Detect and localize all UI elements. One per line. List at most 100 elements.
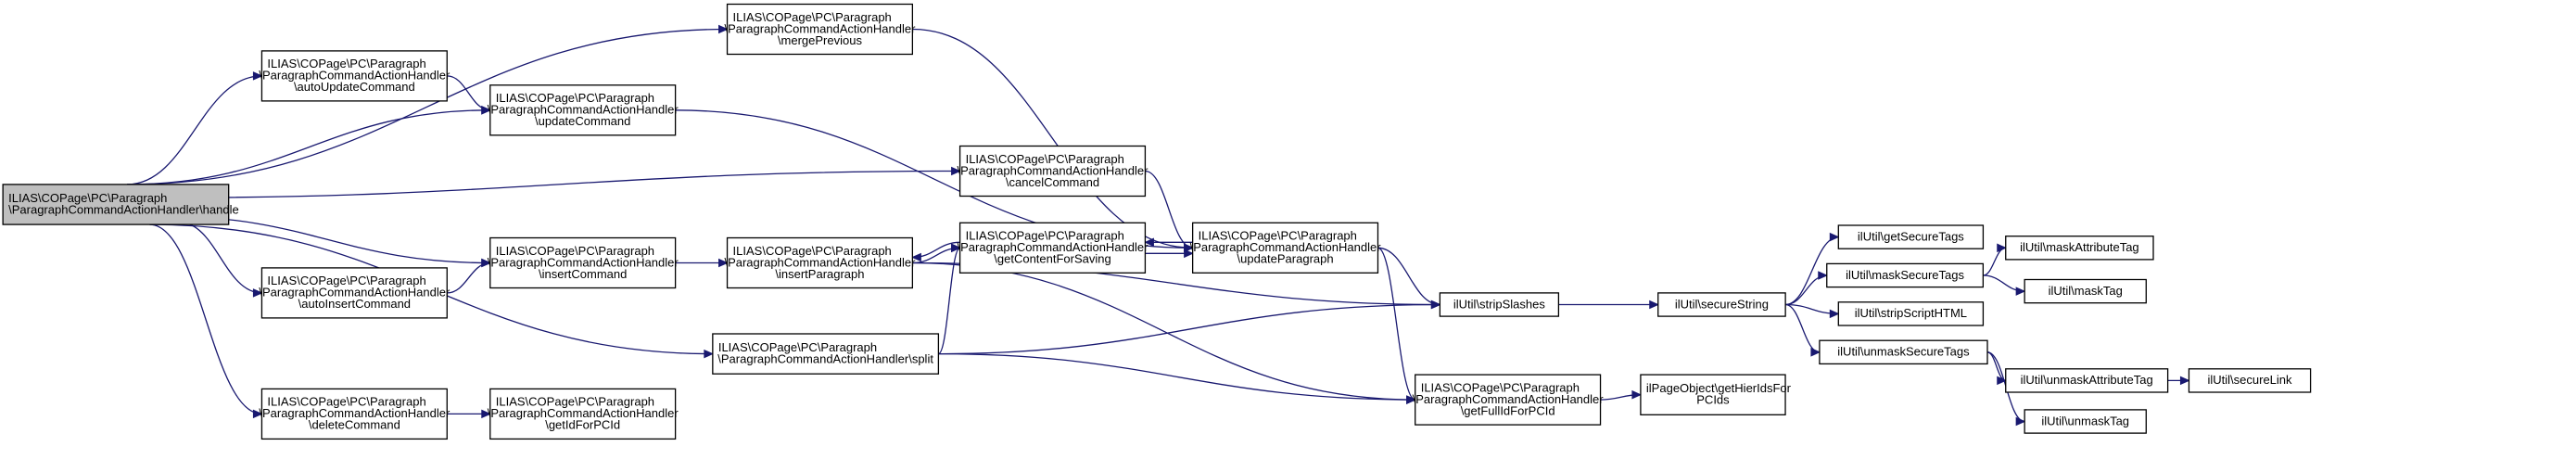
edge-line — [149, 223, 262, 415]
node-merge-previous[interactable]: ILIAS\COPage\PC\Paragraph\ParagraphComma… — [724, 3, 916, 56]
node-label-line: \getIdForPCId — [545, 418, 620, 432]
edge-maskSecureTags-to-maskAttributeTag — [1983, 243, 2007, 276]
node-box — [2024, 409, 2147, 434]
edge-unmaskSecureTags-to-unmaskAttributeTag — [1986, 351, 2007, 386]
edge-arrowhead — [252, 409, 263, 419]
edge-arrowhead — [718, 258, 729, 268]
node-unmask-attribute-tag[interactable]: ilUtil\unmaskAttributeTag — [2005, 368, 2169, 393]
edge-arrowhead — [1829, 232, 1840, 242]
node-cancel-command[interactable]: ILIAS\COPage\PC\Paragraph\ParagraphComma… — [958, 145, 1149, 198]
node-box — [2005, 236, 2154, 261]
edge-cancelCommand-to-updateParagraph — [1145, 170, 1194, 253]
node-box — [1415, 374, 1602, 426]
edge-arrowhead — [252, 71, 263, 81]
node-box — [2005, 368, 2169, 393]
node-label-line: \ParagraphCommandActionHandler — [488, 406, 679, 420]
node-insert-paragraph[interactable]: ILIAS\COPage\PC\Paragraph\ParagraphComma… — [724, 236, 916, 289]
node-get-content-for-saving[interactable]: ILIAS\COPage\PC\Paragraph\ParagraphComma… — [958, 222, 1149, 274]
edge-maskSecureTags-to-maskTag — [1983, 274, 2026, 296]
edge-unmaskAttributeTag-to-secureLink — [2167, 376, 2190, 386]
node-delete-command[interactable]: ILIAS\COPage\PC\Paragraph\ParagraphComma… — [259, 388, 450, 440]
node-get-full-id-for-pcid[interactable]: ILIAS\COPage\PC\Paragraph\ParagraphComma… — [1413, 374, 1605, 426]
node-secure-link[interactable]: ilUtil\secureLink — [2188, 368, 2312, 393]
node-label-line: ilPageObject\getHierIdsFor — [1646, 381, 1792, 395]
node-mask-attribute-tag[interactable]: ilUtil\maskAttributeTag — [2005, 236, 2154, 261]
node-update-command[interactable]: ILIAS\COPage\PC\Paragraph\ParagraphComma… — [488, 84, 679, 136]
edge-deleteCommand-to-getIdForPCId — [447, 409, 492, 419]
edge-line — [127, 75, 262, 185]
edge-arrowhead — [481, 106, 492, 115]
edge-arrowhead — [252, 288, 263, 298]
edge-handle-to-deleteCommand — [149, 223, 263, 419]
node-label-line: ilUtil\maskTag — [2049, 284, 2123, 298]
node-mask-secure-tags[interactable]: ilUtil\maskSecureTags — [1826, 262, 1985, 288]
node-label-line: ilUtil\stripScriptHTML — [1855, 306, 1967, 320]
node-label-line: \ParagraphCommandActionHandler — [958, 240, 1149, 254]
edge-split-to-stripSlashes — [938, 300, 1441, 355]
node-auto-insert-command[interactable]: ILIAS\COPage\PC\Paragraph\ParagraphComma… — [259, 267, 450, 319]
edge-arrowhead — [1184, 243, 1194, 253]
node-label-line: \ParagraphCommandActionHandler — [259, 69, 450, 83]
node-label-line: ilUtil\stripSlashes — [1453, 297, 1545, 311]
node-label-line: \ParagraphCommandActionHandler\handle — [8, 203, 239, 217]
node-update-paragraph[interactable]: ILIAS\COPage\PC\Paragraph\ParagraphComma… — [1190, 222, 1382, 274]
edge-line — [179, 221, 262, 294]
node-unmask-tag[interactable]: ilUtil\unmaskTag — [2024, 409, 2147, 434]
node-strip-slashes[interactable]: ilUtil\stripSlashes — [1439, 292, 1560, 317]
node-label-line: \ParagraphCommandActionHandler — [259, 406, 450, 420]
node-label-line: ILIAS\COPage\PC\Paragraph — [966, 152, 1124, 166]
node-label-line: ilUtil\unmaskTag — [2041, 414, 2129, 427]
node-label-line: ilUtil\maskAttributeTag — [2020, 240, 2139, 254]
edge-getFullIdForPCId-to-getHierIdsForPCIds — [1600, 389, 1643, 401]
node-handle: ILIAS\COPage\PC\Paragraph\ParagraphComma… — [2, 184, 239, 225]
edge-line — [1377, 247, 1440, 306]
node-box — [1837, 301, 1985, 326]
edge-autoUpdateCommand-to-updateCommand — [447, 75, 492, 115]
node-label-line: \ParagraphCommandActionHandler — [724, 21, 916, 35]
node-label-line: ilUtil\unmaskSecureTags — [1837, 345, 1970, 359]
node-mask-tag[interactable]: ilUtil\maskTag — [2024, 278, 2147, 304]
edge-line — [127, 109, 490, 185]
node-label-line: ilUtil\getSecureTags — [1858, 229, 1964, 243]
node-split[interactable]: ILIAS\COPage\PC\Paragraph\ParagraphComma… — [712, 333, 940, 375]
node-box — [712, 333, 940, 375]
node-label-line: \getFullIdForPCId — [1461, 403, 1555, 417]
edge-getContentForSaving-to-updateParagraph — [1145, 249, 1194, 259]
node-label-line: ILIAS\COPage\PC\Paragraph — [267, 57, 425, 70]
node-label-line: \ParagraphCommandActionHandler — [724, 255, 916, 269]
edge-arrowhead — [1997, 243, 2007, 253]
node-secure-string[interactable]: ilUtil\secureString — [1657, 292, 1786, 317]
edge-arrowhead — [1997, 376, 2007, 386]
node-label-line: ILIAS\COPage\PC\Paragraph — [496, 244, 654, 258]
edge-arrowhead — [481, 258, 492, 268]
node-auto-update-command[interactable]: ILIAS\COPage\PC\Paragraph\ParagraphComma… — [259, 50, 450, 102]
node-label-line: \ParagraphCommandActionHandler — [488, 103, 679, 117]
node-box — [2, 184, 230, 225]
edge-arrowhead — [1631, 389, 1643, 400]
edge-arrowhead — [704, 349, 715, 359]
node-insert-command[interactable]: ILIAS\COPage\PC\Paragraph\ParagraphComma… — [488, 236, 679, 289]
edge-stripSlashes-to-secureString — [1558, 300, 1659, 310]
node-label-line: ILIAS\COPage\PC\Paragraph — [1421, 380, 1580, 394]
node-get-id-for-pcid[interactable]: ILIAS\COPage\PC\Paragraph\ParagraphComma… — [488, 388, 679, 440]
edge-line — [157, 170, 960, 198]
node-unmask-secure-tags[interactable]: ilUtil\unmaskSecureTags — [1819, 339, 1988, 365]
node-box — [2188, 368, 2312, 393]
node-label-line: ILIAS\COPage\PC\Paragraph — [966, 229, 1124, 243]
node-label-line: \autoUpdateCommand — [294, 80, 415, 94]
node-box — [1657, 292, 1786, 317]
edge-arrowhead — [2015, 416, 2026, 427]
node-box — [260, 388, 448, 440]
node-label-line: \getContentForSaving — [994, 252, 1110, 266]
node-box — [1837, 224, 1985, 249]
node-label-line: \cancelCommand — [1006, 175, 1099, 189]
node-box — [260, 50, 448, 102]
edge-handle-to-mergePrevious — [127, 24, 729, 185]
edge-line — [912, 261, 1415, 401]
edge-secureString-to-maskSecureTags — [1785, 271, 1828, 306]
edge-arrowhead — [2179, 376, 2190, 386]
node-get-secure-tags[interactable]: ilUtil\getSecureTags — [1837, 224, 1985, 249]
node-strip-script-html[interactable]: ilUtil\stripScriptHTML — [1837, 301, 1985, 326]
